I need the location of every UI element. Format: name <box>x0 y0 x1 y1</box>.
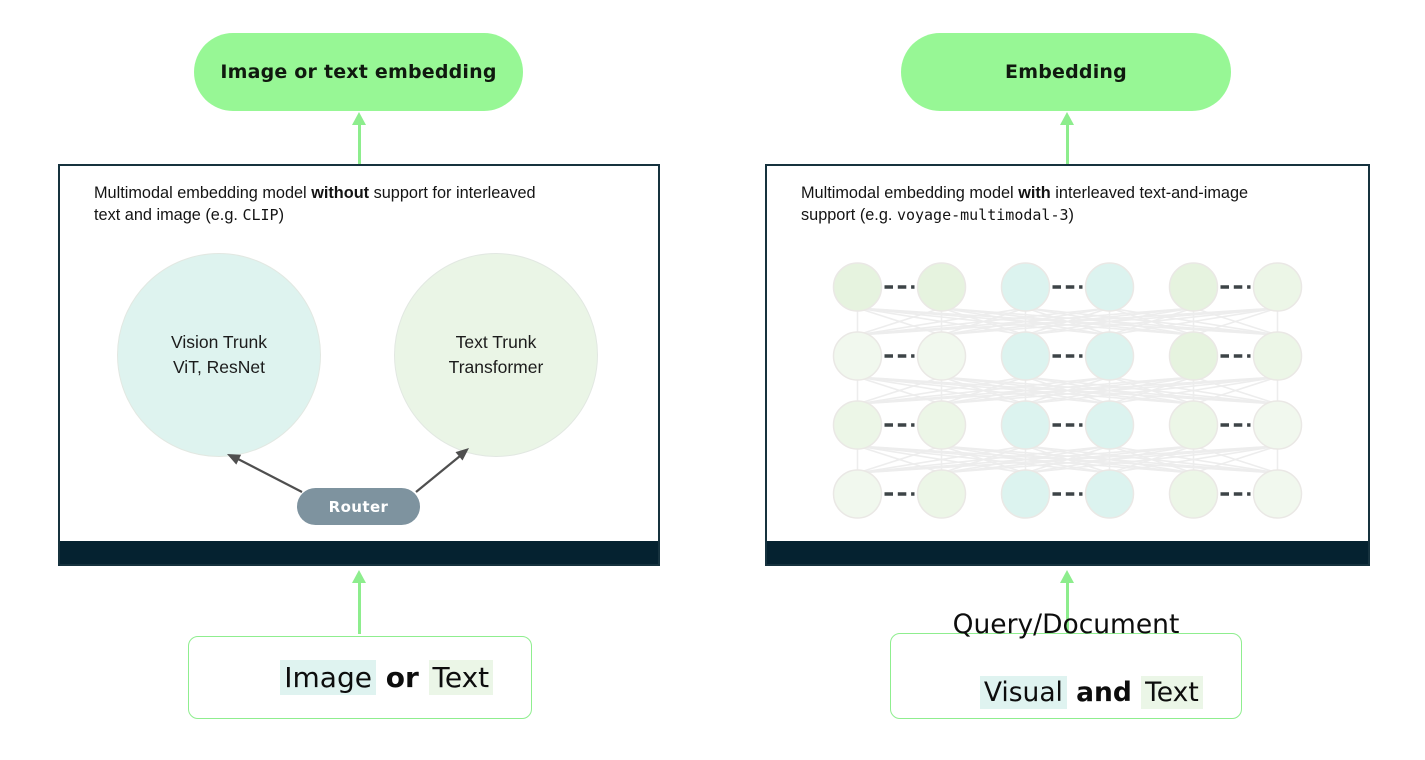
title-text: interleaved text-and-image <box>1050 184 1249 202</box>
text-trunk-sublabel: Transformer <box>448 357 544 377</box>
arrow-head <box>352 570 366 583</box>
title-text: Multimodal embedding model <box>801 184 1019 202</box>
left-input-box: Image or Text <box>188 636 532 719</box>
left-bottom-up-arrow-icon <box>351 570 367 634</box>
router-badge: Router <box>297 488 420 525</box>
title-text: ) <box>1068 206 1074 224</box>
or-conjunction: or <box>375 661 429 694</box>
title-bold: with <box>1018 184 1051 202</box>
right-output-pill-label: Embedding <box>1005 61 1127 83</box>
left-top-up-arrow-icon <box>351 112 367 164</box>
arrow-head <box>1060 570 1074 583</box>
title-text: ) <box>278 206 284 224</box>
right-box-bottom-bar <box>767 541 1368 564</box>
arrow-shaft <box>357 583 361 634</box>
interleaved-token-grid <box>832 262 1303 519</box>
text-trunk-label: Text Trunk <box>455 332 537 352</box>
title-text: support (e.g. <box>801 206 897 224</box>
title-text: text and image (e.g. <box>94 206 243 224</box>
left-output-pill-label: Image or text embedding <box>220 61 497 83</box>
text-highlight: Text <box>1141 676 1203 709</box>
right-output-pill: Embedding <box>901 33 1231 111</box>
left-output-pill: Image or text embedding <box>194 33 523 111</box>
router-arrows-icon <box>227 448 469 493</box>
arrow-head <box>352 112 366 125</box>
right-top-up-arrow-icon <box>1059 112 1075 164</box>
vision-trunk-sublabel: ViT, ResNet <box>172 357 266 377</box>
and-conjunction: and <box>1066 677 1142 708</box>
title-code: CLIP <box>242 206 279 224</box>
image-highlight: Image <box>280 660 376 695</box>
vision-trunk-circle: Vision Trunk ViT, ResNet <box>117 253 321 457</box>
right-input-box: Query/Document Visual and Text <box>890 609 1242 719</box>
right-model-title: Multimodal embedding model with interlea… <box>801 182 1346 226</box>
arrow-shaft <box>357 125 361 164</box>
left-model-title: Multimodal embedding model without suppo… <box>94 182 639 226</box>
title-bold: without <box>311 184 370 202</box>
right-model-box: Multimodal embedding model with interlea… <box>765 164 1370 566</box>
title-code: voyage-multimodal-3 <box>896 206 1069 224</box>
arrow-shaft <box>1065 125 1069 164</box>
left-input-text: Image or Text <box>227 628 494 727</box>
query-document-text: Query/Document <box>952 609 1180 640</box>
right-input-text: Visual and Text <box>929 642 1203 744</box>
arrow-shaft <box>1065 583 1069 633</box>
vision-trunk-label: Vision Trunk <box>171 332 267 352</box>
arrow-head <box>1060 112 1074 125</box>
title-text: support for interleaved <box>369 184 536 202</box>
left-model-box: Multimodal embedding model without suppo… <box>58 164 660 566</box>
title-text: Multimodal embedding model <box>94 184 312 202</box>
text-trunk-circle: Text Trunk Transformer <box>394 253 598 457</box>
visual-highlight: Visual <box>979 676 1067 709</box>
router-label: Router <box>328 497 389 516</box>
left-box-bottom-bar <box>60 541 658 564</box>
right-bottom-up-arrow-icon <box>1059 570 1075 633</box>
text-highlight: Text <box>428 660 494 695</box>
